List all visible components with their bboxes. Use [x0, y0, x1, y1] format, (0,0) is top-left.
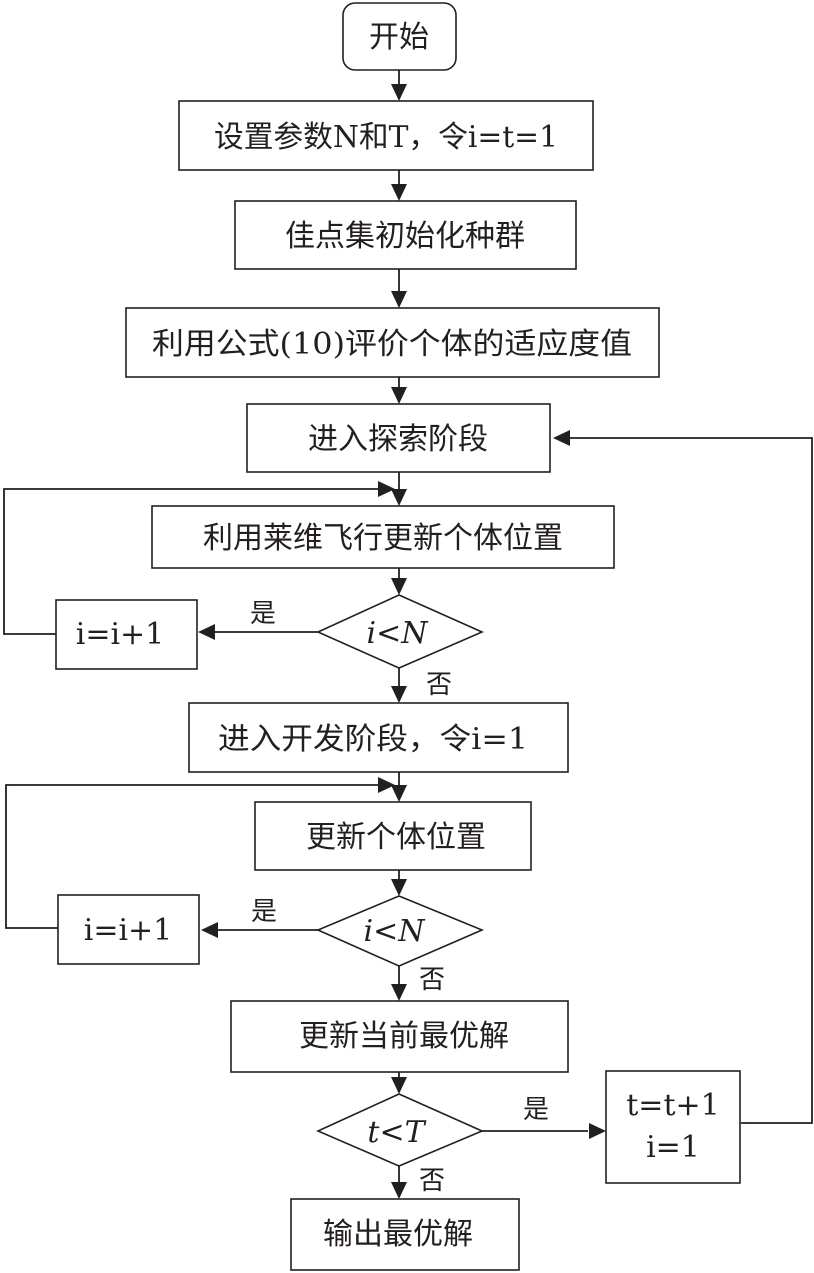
edge-loop1-back — [3, 488, 382, 635]
arrow-left-icon — [198, 624, 215, 640]
node-evaluate-fitness: 利用公式(10)评价个体的适应度值 — [125, 307, 660, 378]
arrow-down-icon — [391, 184, 407, 201]
decision1-label: i<N — [367, 616, 430, 651]
start-label: 开始 — [369, 20, 429, 55]
edge-loop3-back — [570, 437, 813, 1124]
arrow-left-icon — [553, 430, 570, 446]
node-start: 开始 — [342, 2, 457, 71]
arrow-down-icon — [391, 879, 407, 896]
exploit-phase-label: 进入开发阶段，令i=1 — [218, 722, 528, 757]
inc-t-label-line1: t=t+1 — [626, 1088, 719, 1123]
inc-i-2-label: i=i+1 — [84, 913, 173, 948]
arrow-right-icon — [589, 1123, 606, 1139]
yes-label-3: 是 — [523, 1095, 549, 1125]
arrow-down-icon — [391, 291, 407, 308]
arrow-down-icon — [391, 984, 407, 1001]
inc-i-1-label: i=i+1 — [76, 617, 165, 652]
node-decision-t-lt-t: t<T — [316, 1093, 485, 1167]
arrow-down-icon — [391, 1077, 407, 1094]
arrow-down-icon — [391, 785, 407, 802]
no-label-3: 否 — [419, 1166, 445, 1196]
node-inc-i-1: i=i+1 — [55, 599, 198, 670]
node-output: 输出最优解 — [290, 1198, 520, 1271]
arrowheads — [198, 84, 606, 1199]
init-population-label: 佳点集初始化种群 — [285, 219, 525, 254]
branch-labels: 是 否 是 否 是 否 — [250, 599, 549, 1196]
no-label-1: 否 — [426, 670, 452, 700]
arrow-down-icon — [391, 686, 407, 703]
node-update-position: 更新个体位置 — [254, 801, 532, 871]
node-set-params: 设置参数N和T，令i=t=1 — [178, 100, 594, 171]
arrow-down-icon — [391, 387, 407, 404]
decision2-label: i<N — [364, 914, 427, 949]
explore-phase-label: 进入探索阶段 — [308, 422, 488, 457]
arrow-down-icon — [391, 84, 407, 101]
decision3-label: t<T — [367, 1115, 426, 1150]
edge-loop2-back — [5, 784, 382, 929]
arrow-left-icon — [201, 922, 218, 938]
node-decision-i-lt-n-1: i<N — [316, 594, 484, 669]
node-exploit-phase: 进入开发阶段，令i=1 — [188, 702, 569, 773]
arrow-right-icon — [378, 481, 395, 497]
node-inc-t: t=t+1 i=1 — [605, 1070, 741, 1184]
yes-label-1: 是 — [250, 599, 276, 629]
arrow-down-icon — [391, 1182, 407, 1199]
arrow-down-icon — [391, 489, 407, 506]
node-init-population: 佳点集初始化种群 — [234, 200, 577, 270]
arrow-down-icon — [391, 578, 407, 595]
node-update-best: 更新当前最优解 — [230, 1000, 569, 1073]
set-params-label: 设置参数N和T，令i=t=1 — [214, 120, 558, 155]
levy-update-label: 利用莱维飞行更新个体位置 — [203, 521, 563, 556]
node-levy-update: 利用莱维飞行更新个体位置 — [151, 505, 615, 569]
evaluate-fitness-label: 利用公式(10)评价个体的适应度值 — [152, 327, 632, 362]
node-decision-i-lt-n-2: i<N — [315, 895, 485, 967]
node-explore-phase: 进入探索阶段 — [246, 403, 551, 473]
yes-label-2: 是 — [251, 897, 277, 927]
no-label-2: 否 — [419, 965, 445, 995]
update-position-label: 更新个体位置 — [306, 820, 486, 855]
inc-t-label-line2: i=1 — [646, 1130, 700, 1165]
node-inc-i-2: i=i+1 — [57, 894, 200, 965]
update-best-label: 更新当前最优解 — [299, 1019, 509, 1054]
arrow-right-icon — [378, 777, 395, 793]
output-label: 输出最优解 — [323, 1217, 473, 1252]
